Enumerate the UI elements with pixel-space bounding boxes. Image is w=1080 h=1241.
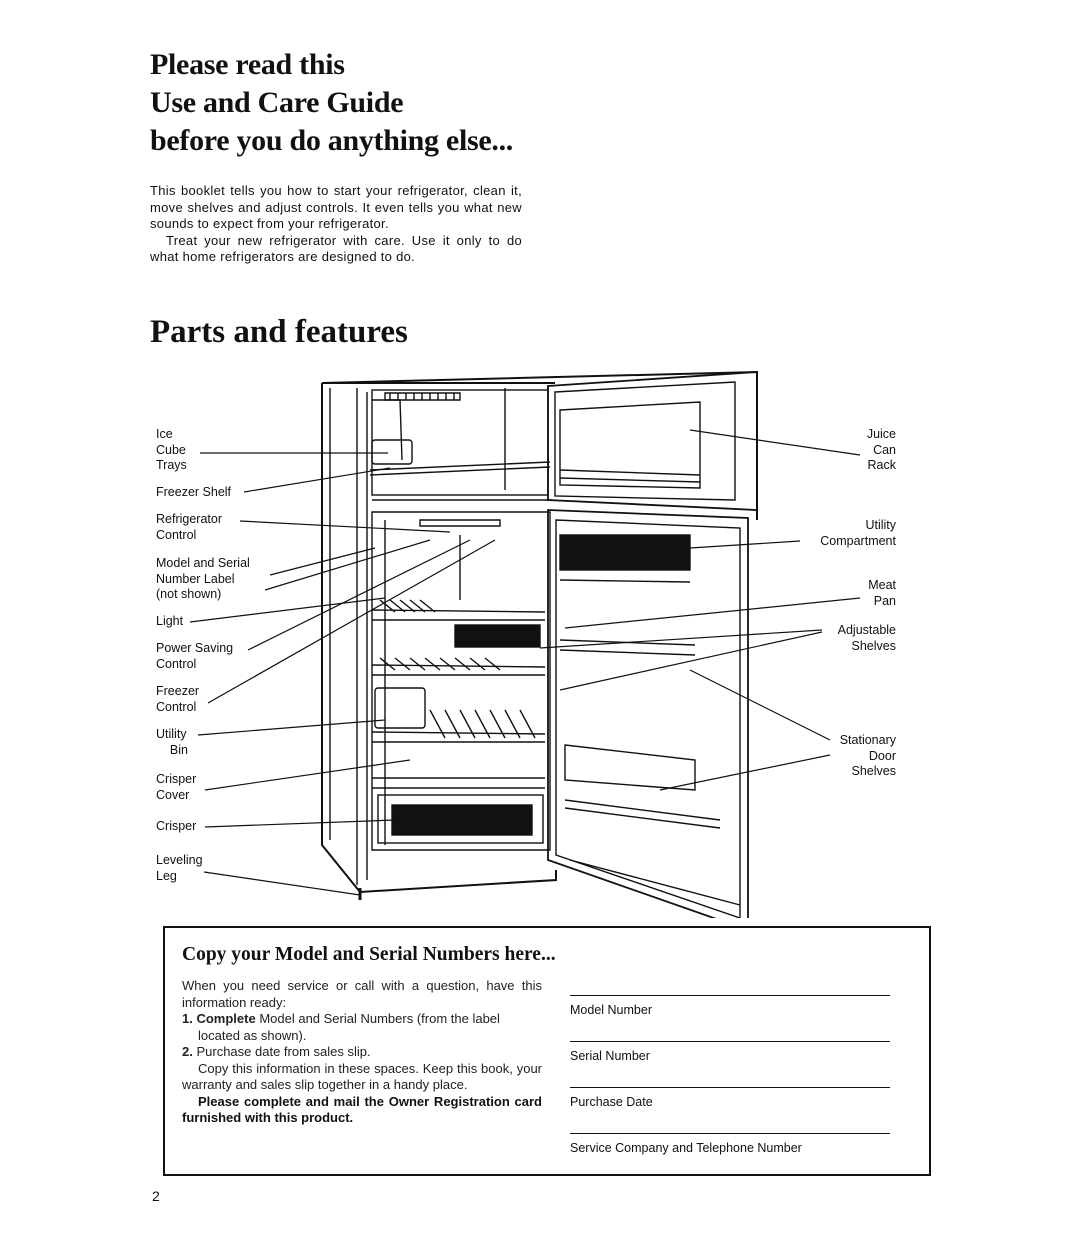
serial-numbers-instructions: When you need service or call with a que…: [182, 978, 542, 1127]
mail-note: Please complete and mail the Owner Regis…: [182, 1093, 542, 1126]
label-freezer-control: Freezer Control: [156, 684, 200, 714]
step-text: Purchase date from sales slip.: [196, 1044, 371, 1059]
refrigerator-diagram: [189, 370, 861, 918]
parts-heading: Parts and features: [150, 314, 408, 350]
step-number: 2.: [182, 1044, 193, 1059]
freezer-compartment: [369, 388, 552, 501]
step-text: Model and Serial Numbers (from the label…: [198, 1011, 500, 1043]
fresh-food-compartment: [371, 511, 551, 851]
label-crisper-cover: Crisper Cover: [156, 772, 197, 802]
page-title: Please read this Use and Care Guide befo…: [150, 46, 513, 160]
step-item: 1. Complete Model and Serial Numbers (fr…: [182, 1011, 542, 1044]
title-line-1: Please read this: [150, 48, 345, 81]
label-ice-cube-trays: Ice Cube Trays: [156, 427, 187, 472]
label-freezer-shelf: Freezer Shelf: [156, 485, 232, 499]
intro-text: This booklet tells you how to start your…: [150, 183, 522, 266]
label-stationary-door-shelves: Stationary Door Shelves: [839, 733, 896, 778]
refrigerator-door: [547, 509, 749, 918]
label-crisper: Crisper: [156, 819, 197, 833]
label-light: Light: [156, 614, 184, 628]
leader-lines-right: [539, 429, 861, 791]
field-label: Purchase Date: [570, 1095, 653, 1109]
step-emphasis: Complete: [196, 1011, 256, 1026]
label-refrigerator-control: Refrigerator Control: [156, 512, 222, 542]
write-line: [570, 995, 890, 996]
intro-paragraph: This booklet tells you how to start your…: [150, 183, 522, 231]
freezer-door: [547, 371, 758, 511]
title-line-3: before you do anything else...: [150, 124, 513, 157]
label-utility-bin: Utility Bin: [156, 727, 188, 757]
service-company-field[interactable]: Service Company and Telephone Number: [570, 1133, 890, 1156]
write-line: [570, 1041, 890, 1042]
step-number: 1.: [182, 1011, 193, 1026]
keep-note: Copy this information in these spaces. K…: [182, 1060, 542, 1093]
purchase-date-field[interactable]: Purchase Date: [570, 1087, 890, 1110]
model-number-field[interactable]: Model Number: [570, 995, 890, 1018]
label-leveling-leg: Leveling Leg: [156, 853, 203, 883]
title-line-2: Use and Care Guide: [150, 86, 404, 119]
instructions-intro: When you need service or call with a que…: [182, 978, 542, 1010]
label-adjustable-shelves: Adjustable Shelves: [837, 623, 896, 653]
field-label: Model Number: [570, 1003, 652, 1017]
label-utility-compartment: Utility Compartment: [820, 518, 896, 548]
write-line: [570, 1087, 890, 1088]
step-item: 2. Purchase date from sales slip.: [182, 1044, 542, 1061]
serial-numbers-box: [163, 926, 931, 1176]
label-power-saving-control: Power Saving Control: [156, 641, 234, 671]
field-label: Serial Number: [570, 1049, 650, 1063]
label-meat-pan: Meat Pan: [868, 578, 896, 608]
serial-number-field[interactable]: Serial Number: [570, 1041, 890, 1064]
label-model-serial-label: Model and Serial Number Label (not shown…: [156, 556, 250, 601]
label-juice-can-rack: Juice Can Rack: [866, 427, 896, 472]
intro-paragraph: Treat your new refrigerator with care. U…: [150, 232, 522, 265]
field-label: Service Company and Telephone Number: [570, 1141, 802, 1155]
serial-numbers-heading: Copy your Model and Serial Numbers here.…: [182, 944, 556, 965]
leader-lines-left: [189, 452, 496, 896]
write-line: [570, 1133, 890, 1134]
page-number: 2: [152, 1188, 160, 1204]
instructions-steps: 1. Complete Model and Serial Numbers (fr…: [182, 1011, 542, 1061]
